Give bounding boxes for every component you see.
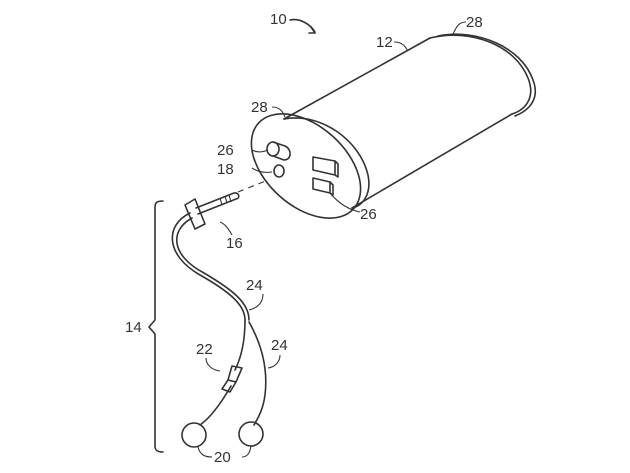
arrow-10-head [308, 26, 316, 34]
leader-20 [197, 445, 252, 458]
rear-end-cap [429, 34, 532, 115]
label-26-upper: 26 [217, 142, 234, 159]
plug-shaft [195, 192, 240, 215]
earbud-left [181, 422, 207, 448]
rear-end-cap-rim [437, 33, 537, 117]
plug-rings [219, 194, 232, 206]
label-28-rear: 28 [466, 14, 483, 31]
arrow-16 [219, 221, 233, 236]
cable-main-inner [176, 217, 250, 321]
front-end-cap-rim [283, 117, 370, 209]
leader-24-lower [267, 354, 281, 369]
front-face [250, 113, 362, 219]
leader-24-upper [248, 293, 264, 311]
label-10: 10 [270, 11, 287, 28]
port-26-slot [272, 141, 291, 161]
leader-18 [251, 167, 273, 173]
cable-left-branch [199, 319, 246, 426]
device-housing [237, 33, 537, 219]
rect-port-lower [312, 177, 334, 196]
inline-component-22 [221, 365, 243, 393]
leader-lines [197, 18, 467, 458]
bracket-14 [148, 200, 164, 453]
label-16: 16 [226, 235, 243, 252]
headset-cable [171, 192, 267, 448]
label-24-lower: 24 [271, 337, 288, 354]
cable-main [171, 212, 246, 321]
leader-26-rect [329, 192, 361, 213]
label-24-upper: 24 [246, 277, 263, 294]
label-12: 12 [376, 34, 393, 51]
arrow-22 [205, 357, 221, 372]
insertion-dashed-line [237, 179, 269, 193]
label-20: 20 [214, 449, 231, 466]
housing-top-edge [283, 37, 431, 120]
rect-port-upper [312, 156, 339, 178]
label-14: 14 [125, 319, 142, 336]
leader-28-front [271, 106, 286, 118]
leader-26-upper [251, 149, 269, 153]
label-28-front: 28 [251, 99, 268, 116]
label-22: 22 [196, 341, 213, 358]
cable-right-branch [248, 321, 267, 426]
jack-port-18 [273, 164, 285, 178]
earbud-right [238, 421, 264, 447]
leader-28-rear [452, 21, 467, 35]
plug-collar [184, 198, 206, 230]
arrow-10 [289, 18, 316, 33]
label-18: 18 [217, 161, 234, 178]
housing-bottom-edge [351, 113, 513, 209]
leader-12 [393, 41, 409, 52]
label-26-rect: 26 [360, 206, 377, 223]
